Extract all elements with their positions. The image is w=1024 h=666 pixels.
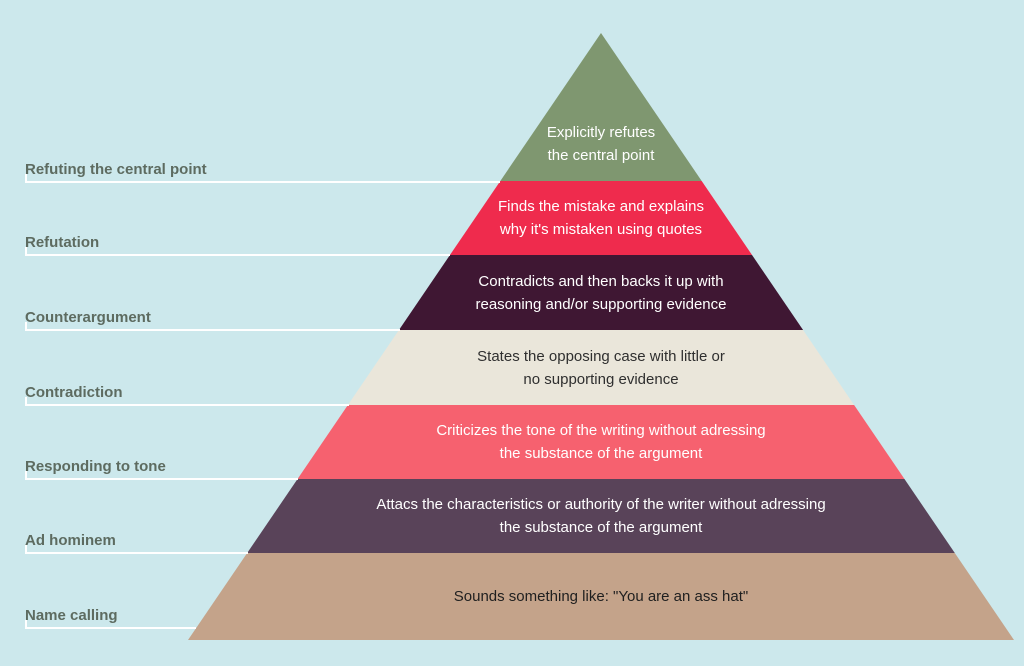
pyramid-level-text: Explicitly refutes the central point <box>546 124 656 164</box>
label-row-ad-hominem: Ad hominem <box>25 532 248 554</box>
level-label: Contradiction <box>25 384 123 401</box>
pyramid-level-counterargument: Contradicts and then backs it up with re… <box>188 255 1014 330</box>
leader-line <box>25 174 500 183</box>
level-label: Ad hominem <box>25 532 116 549</box>
leader-line <box>25 247 450 256</box>
pyramid-level-text: Criticizes the tone of the writing witho… <box>436 422 766 462</box>
pyramid-level-responding-to-tone: Criticizes the tone of the writing witho… <box>188 405 1014 479</box>
pyramid-level-name-calling: Sounds something like: "You are an ass h… <box>188 553 1014 640</box>
level-label: Name calling <box>25 607 118 624</box>
pyramid-level-ad-hominem: Attacs the characteristics or authority … <box>188 479 1014 553</box>
label-row-contradiction: Contradiction <box>25 384 349 406</box>
pyramid-level-text: Sounds something like: "You are an ass h… <box>453 588 749 605</box>
leader-line <box>25 322 400 331</box>
pyramid-level-refutation: Finds the mistake and explains why it's … <box>188 181 1014 255</box>
leader-line <box>25 545 248 554</box>
pyramid-level-text: Finds the mistake and explains why it's … <box>498 198 704 238</box>
pyramid-level-contradiction: States the opposing case with little or … <box>188 330 1014 405</box>
pyramid-level-refuting-the-central-point: Explicitly refutes the central point <box>188 33 1014 181</box>
leader-line <box>25 471 298 480</box>
pyramid-level-text: Attacs the characteristics or authority … <box>376 496 826 536</box>
level-label: Refutation <box>25 234 100 251</box>
label-row-refutation: Refutation <box>25 234 450 256</box>
level-label: Responding to tone <box>25 458 166 475</box>
level-label: Refuting the central point <box>25 161 207 178</box>
label-row-counterargument: Counterargument <box>25 309 400 331</box>
pyramid-level-text: Contradicts and then backs it up with re… <box>475 272 727 313</box>
leader-line <box>25 397 349 406</box>
label-row-name-calling: Name calling <box>25 607 196 629</box>
leader-line <box>25 620 196 629</box>
pyramid: Explicitly refutes the central point Fin… <box>188 33 1014 640</box>
level-label: Counterargument <box>25 309 151 326</box>
pyramid-level-text: States the opposing case with little or … <box>477 347 725 388</box>
label-row-responding-to-tone: Responding to tone <box>25 458 298 480</box>
label-row-refuting-the-central-point: Refuting the central point <box>25 161 500 183</box>
